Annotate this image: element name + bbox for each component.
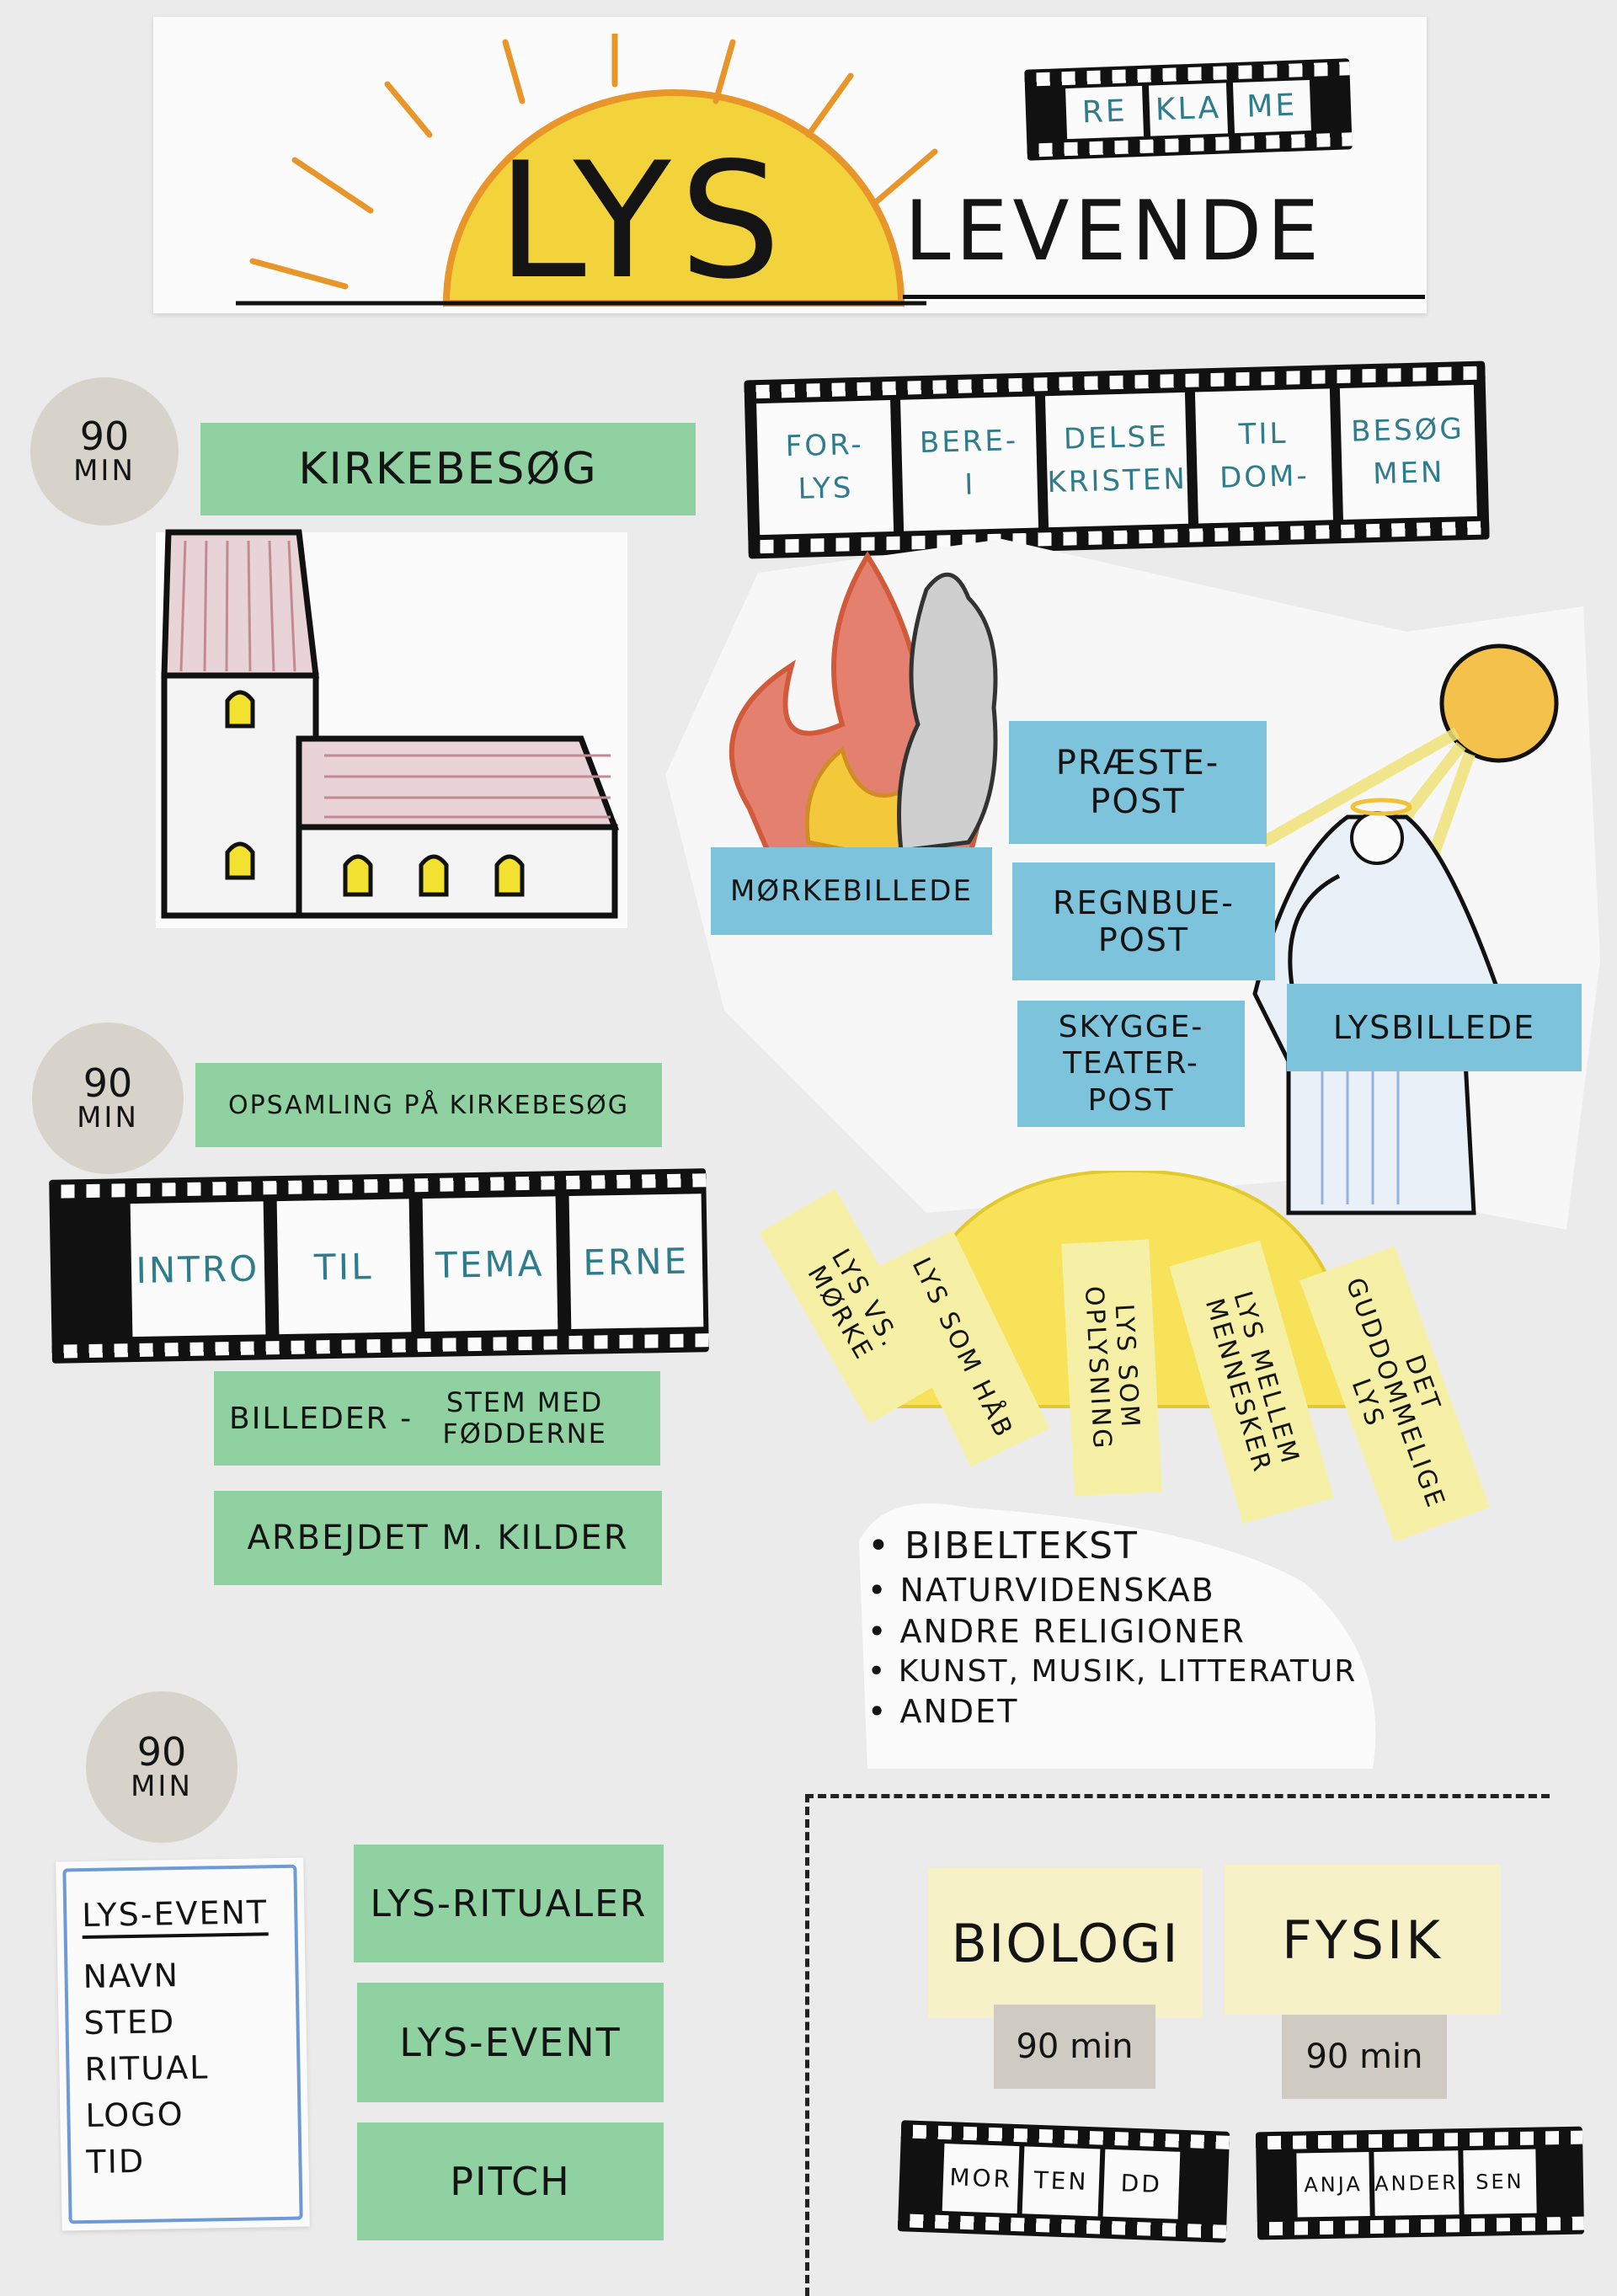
reklame-frame-3: ME bbox=[1232, 79, 1311, 134]
church-illustration bbox=[156, 529, 627, 928]
lysbillede-label: LYSBILLEDE bbox=[1287, 984, 1582, 1071]
time-unit: MIN bbox=[73, 454, 136, 489]
anja-film-strip: ANJA ANDER SEN bbox=[1255, 2126, 1585, 2240]
title-underline bbox=[903, 295, 1425, 299]
event-card-item: NAVN bbox=[83, 1957, 180, 1996]
intro-frame-1: INTRO bbox=[130, 1201, 265, 1338]
biologi-card: BIOLOGI bbox=[928, 1868, 1203, 2018]
time-unit: MIN bbox=[131, 1770, 193, 1804]
kirkebesog-label: KIRKEBESØG bbox=[200, 423, 696, 515]
fysik-label: FYSIK bbox=[1282, 1909, 1444, 1971]
electives-dashed-border bbox=[805, 1794, 1550, 2296]
anja-frame-2: ANDER bbox=[1374, 2150, 1460, 2216]
biologi-label: BIOLOGI bbox=[951, 1912, 1180, 1974]
morten-frame-1: MOR bbox=[942, 2144, 1020, 2214]
intro-frame-2: TIL bbox=[276, 1199, 412, 1335]
time-badge-section-1: 90 MIN bbox=[30, 377, 179, 526]
biologi-time-badge: 90 min bbox=[994, 2005, 1155, 2089]
pitch-label: PITCH bbox=[357, 2122, 664, 2240]
morten-frame-3: DD bbox=[1102, 2149, 1181, 2219]
source-item: NATURVIDENSKAB bbox=[867, 1570, 1390, 1611]
morten-frame-2: TEN bbox=[1022, 2146, 1101, 2217]
film-frame-2: BERE-I bbox=[900, 396, 1038, 531]
source-item: BIBELTEKST bbox=[867, 1523, 1390, 1570]
billeder-text: BILLEDER - bbox=[229, 1401, 414, 1436]
title-lys: LYS bbox=[497, 128, 790, 314]
arbejdet-kilder-label: ARBEJDET M. KILDER bbox=[214, 1491, 662, 1585]
source-item: KUNST, MUSIK, LITTERATUR bbox=[867, 1653, 1390, 1691]
sources-list: BIBELTEKST NATURVIDENSKAB ANDRE RELIGION… bbox=[867, 1523, 1390, 1732]
opsamling-label: OPSAMLING PÅ KIRKEBESØG bbox=[195, 1063, 662, 1147]
time-unit: MIN bbox=[77, 1101, 139, 1135]
reklame-film-strip: RE KLA ME bbox=[1024, 58, 1353, 161]
time-badge-section-3: 90 MIN bbox=[86, 1691, 237, 1843]
stem-text: STEM MED FØDDERNE bbox=[442, 1386, 607, 1450]
event-card-item: LOGO bbox=[85, 2096, 184, 2135]
reklame-frame-2: KLA bbox=[1149, 83, 1228, 136]
event-card-item: RITUAL bbox=[84, 2048, 210, 2089]
lys-event-label: LYS-EVENT bbox=[357, 1983, 664, 2102]
intro-frame-3: TEMA bbox=[422, 1196, 558, 1332]
reklame-frame-1: RE bbox=[1065, 85, 1145, 140]
event-card-item: TID bbox=[86, 2143, 146, 2181]
time-badge-section-2: 90 MIN bbox=[32, 1023, 184, 1174]
theme-lys-som-oplysning: LYS SOM OPLYSNING bbox=[1061, 1239, 1162, 1497]
time-value: 90 bbox=[79, 414, 130, 459]
time-value: 90 bbox=[136, 1729, 187, 1775]
anja-frame-3: SEN bbox=[1463, 2149, 1537, 2215]
fysik-time-badge: 90 min bbox=[1282, 2015, 1447, 2099]
film-frame-1: FOR-LYS bbox=[756, 400, 894, 536]
billeder-stem-label: BILLEDER - STEM MED FØDDERNE bbox=[214, 1371, 660, 1466]
source-item: ANDET bbox=[867, 1691, 1390, 1733]
lys-event-card-title: LYS-EVENT bbox=[81, 1893, 269, 1940]
morkebillede-label: MØRKEBILLEDE bbox=[711, 847, 992, 935]
anja-frame-1: ANJA bbox=[1296, 2152, 1370, 2218]
intro-frame-4: ERNE bbox=[568, 1193, 704, 1330]
event-card-item: STED bbox=[83, 2003, 176, 2042]
sun-illustration bbox=[236, 34, 938, 307]
intro-film-strip: INTRO TIL TEMA ERNE bbox=[49, 1168, 709, 1364]
lys-event-card: LYS-EVENT NAVN STED RITUAL LOGO TID bbox=[56, 1857, 310, 2231]
regnbue-post-label: REGNBUE-POST bbox=[1012, 862, 1275, 980]
skygge-teater-post-label: SKYGGE-TEATER-POST bbox=[1017, 1001, 1245, 1127]
title-levende: LEVENDE bbox=[905, 184, 1325, 280]
time-value: 90 bbox=[83, 1060, 133, 1106]
source-item: ANDRE RELIGIONER bbox=[867, 1611, 1390, 1653]
fysik-card: FYSIK bbox=[1225, 1865, 1501, 2015]
lys-ritualer-label: LYS-RITUALER bbox=[354, 1845, 664, 1962]
praeste-post-label: PRÆSTE-POST bbox=[1009, 721, 1267, 844]
morten-film-strip: MOR TEN DD bbox=[897, 2120, 1230, 2243]
